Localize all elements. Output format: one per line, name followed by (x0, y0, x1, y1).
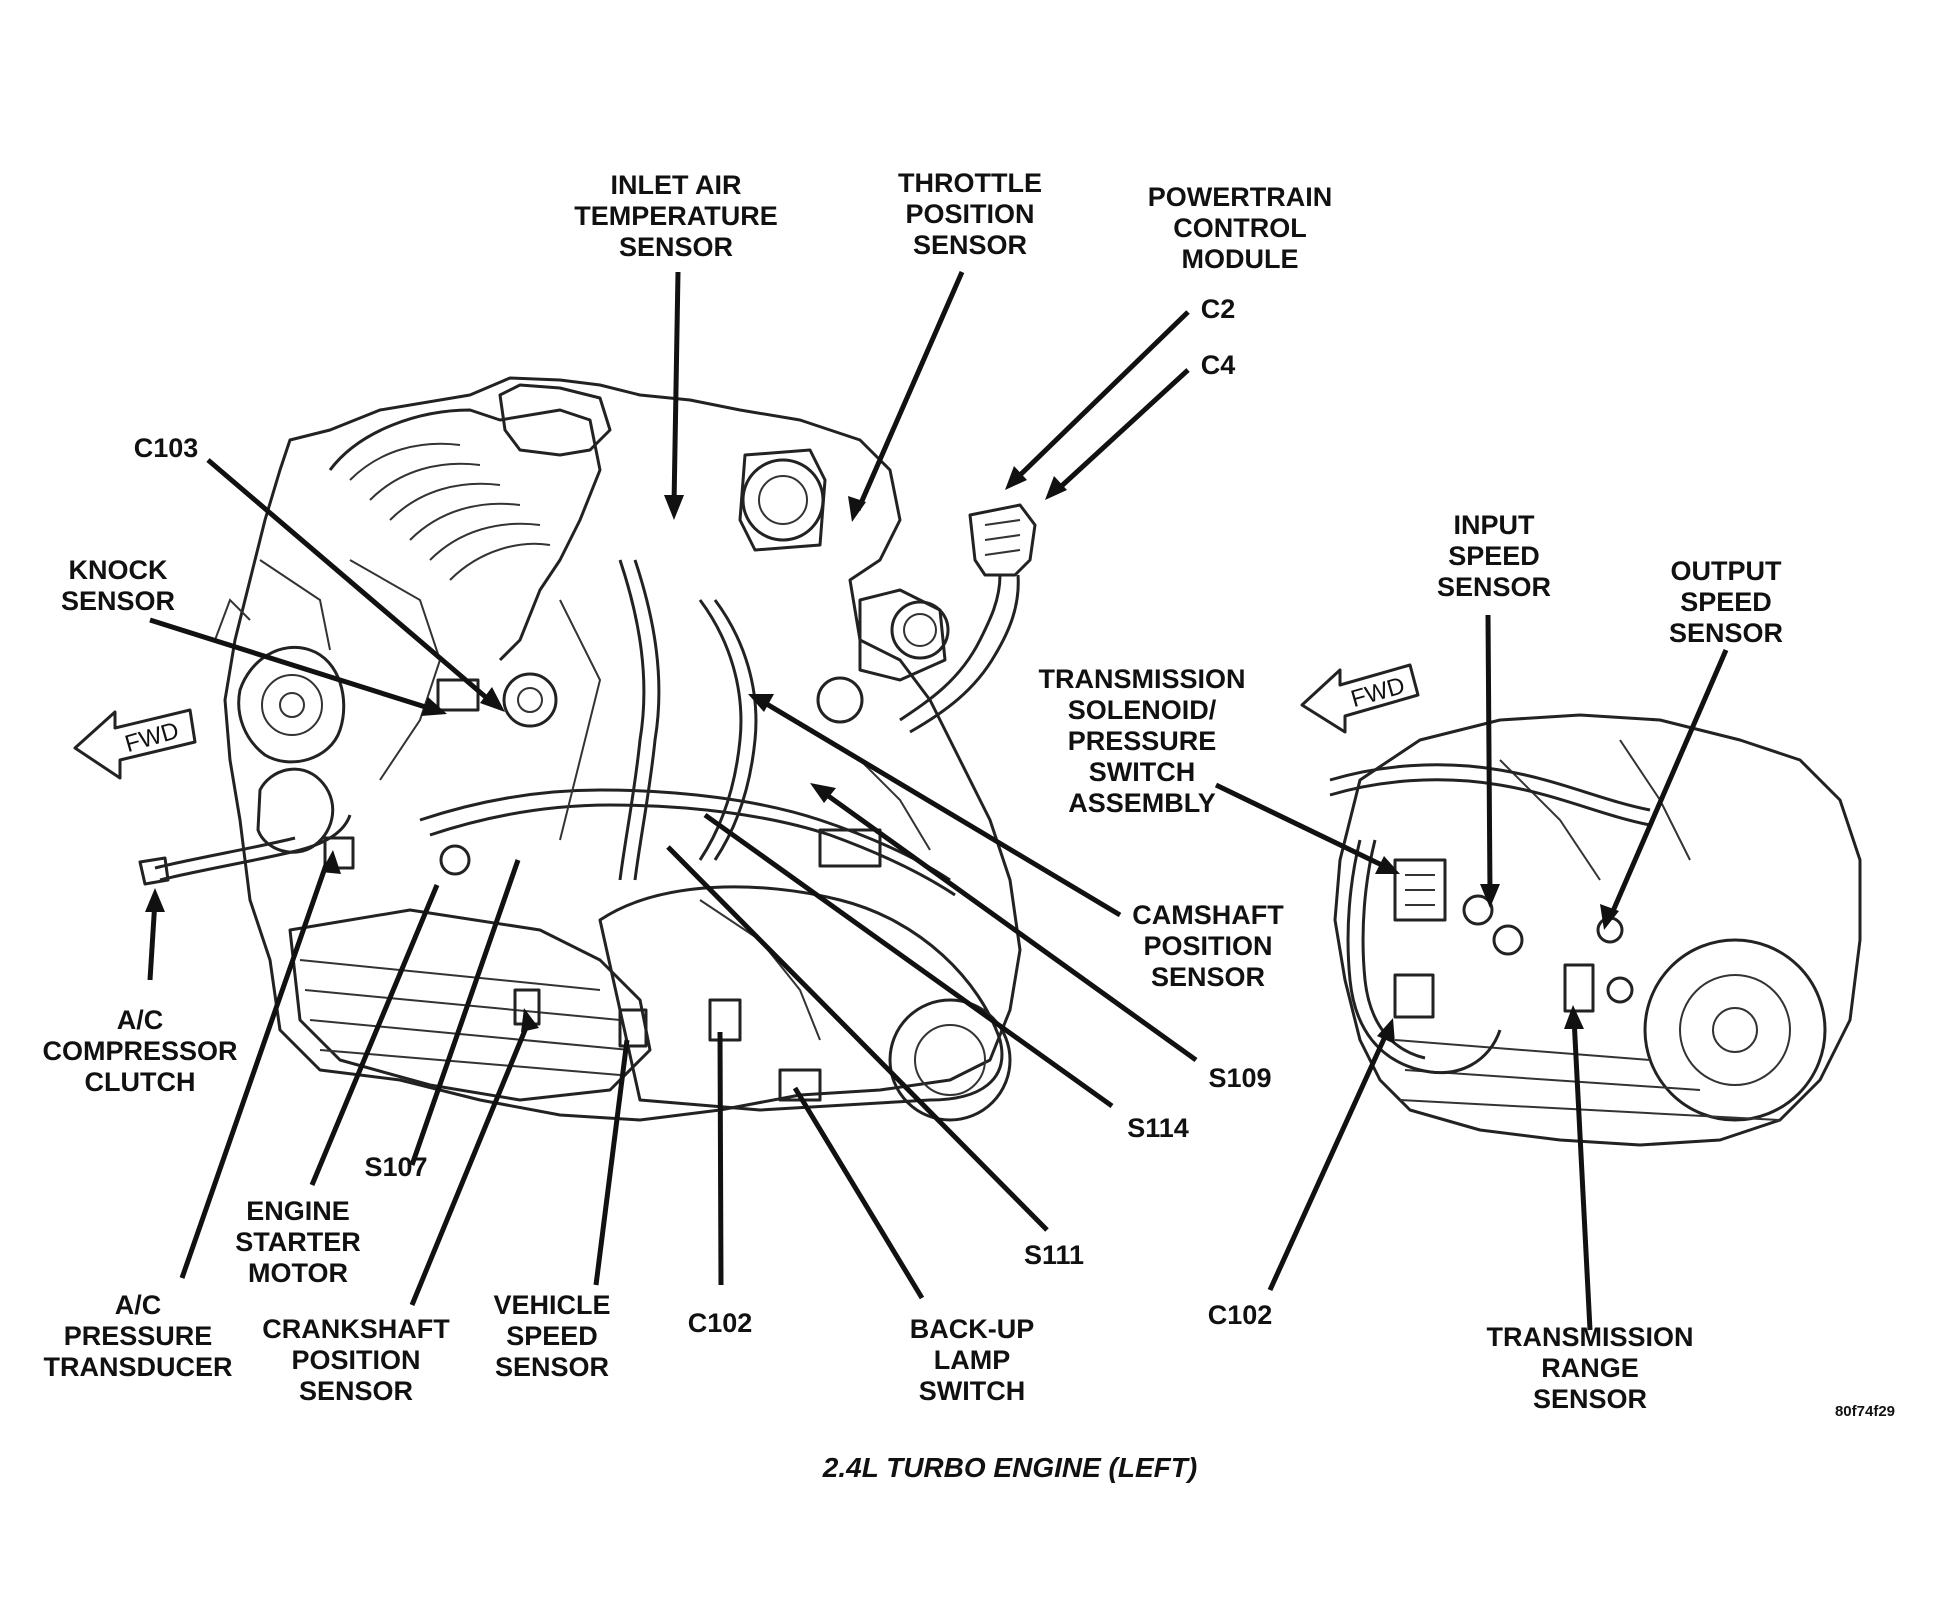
label-c102-transmission: C102 (1207, 1300, 1273, 1330)
label-transmission-range-sensor: TRANSMISSION RANGE SENSOR (1486, 1322, 1694, 1414)
label-c102-engine: C102 (687, 1308, 753, 1338)
label-vehicle-speed-sensor: VEHICLE SPEED SENSOR (493, 1290, 611, 1382)
label-s111: S111 (1023, 1240, 1085, 1270)
label-knock-sensor: KNOCK SENSOR (60, 555, 176, 616)
label-c4: C4 (1200, 350, 1236, 380)
label-crankshaft-position-sensor: CRANKSHAFT POSITION SENSOR (262, 1314, 450, 1406)
label-s109: S109 (1208, 1063, 1272, 1093)
label-input-speed-sensor: INPUT SPEED SENSOR (1436, 510, 1552, 602)
label-c103: C103 (133, 433, 199, 463)
figure-id: 80f74f29 (1834, 1403, 1895, 1420)
label-backup-lamp-switch: BACK-UP LAMP SWITCH (909, 1314, 1035, 1406)
label-powertrain-control-module: POWERTRAIN CONTROL MODULE (1147, 182, 1333, 274)
leader-lines (145, 270, 1729, 1331)
label-ac-compressor-clutch: A/C COMPRESSOR CLUTCH (42, 1005, 238, 1097)
label-inlet-air-temperature-sensor: INLET AIR TEMPERATURE SENSOR (574, 170, 778, 262)
figure-caption: 2.4L TURBO ENGINE (LEFT) (822, 1452, 1198, 1483)
label-c2: C2 (1200, 294, 1236, 324)
label-output-speed-sensor: OUTPUT SPEED SENSOR (1668, 556, 1784, 648)
label-s107: S107 (364, 1152, 428, 1182)
label-throttle-position-sensor: THROTTLE POSITION SENSOR (898, 168, 1042, 260)
label-engine-starter-motor: ENGINE STARTER MOTOR (235, 1196, 361, 1288)
transmission-drawing (1300, 663, 1862, 1147)
engine-drawing (73, 376, 1037, 1122)
label-s114: S114 (1127, 1113, 1189, 1143)
label-transmission-solenoid-pressure-switch-assembly: TRANSMISSION SOLENOID/ PRESSURE SWITCH A… (1038, 664, 1246, 818)
label-ac-pressure-transducer: A/C PRESSURE TRANSDUCER (43, 1290, 233, 1382)
label-camshaft-position-sensor: CAMSHAFT POSITION SENSOR (1132, 900, 1284, 992)
